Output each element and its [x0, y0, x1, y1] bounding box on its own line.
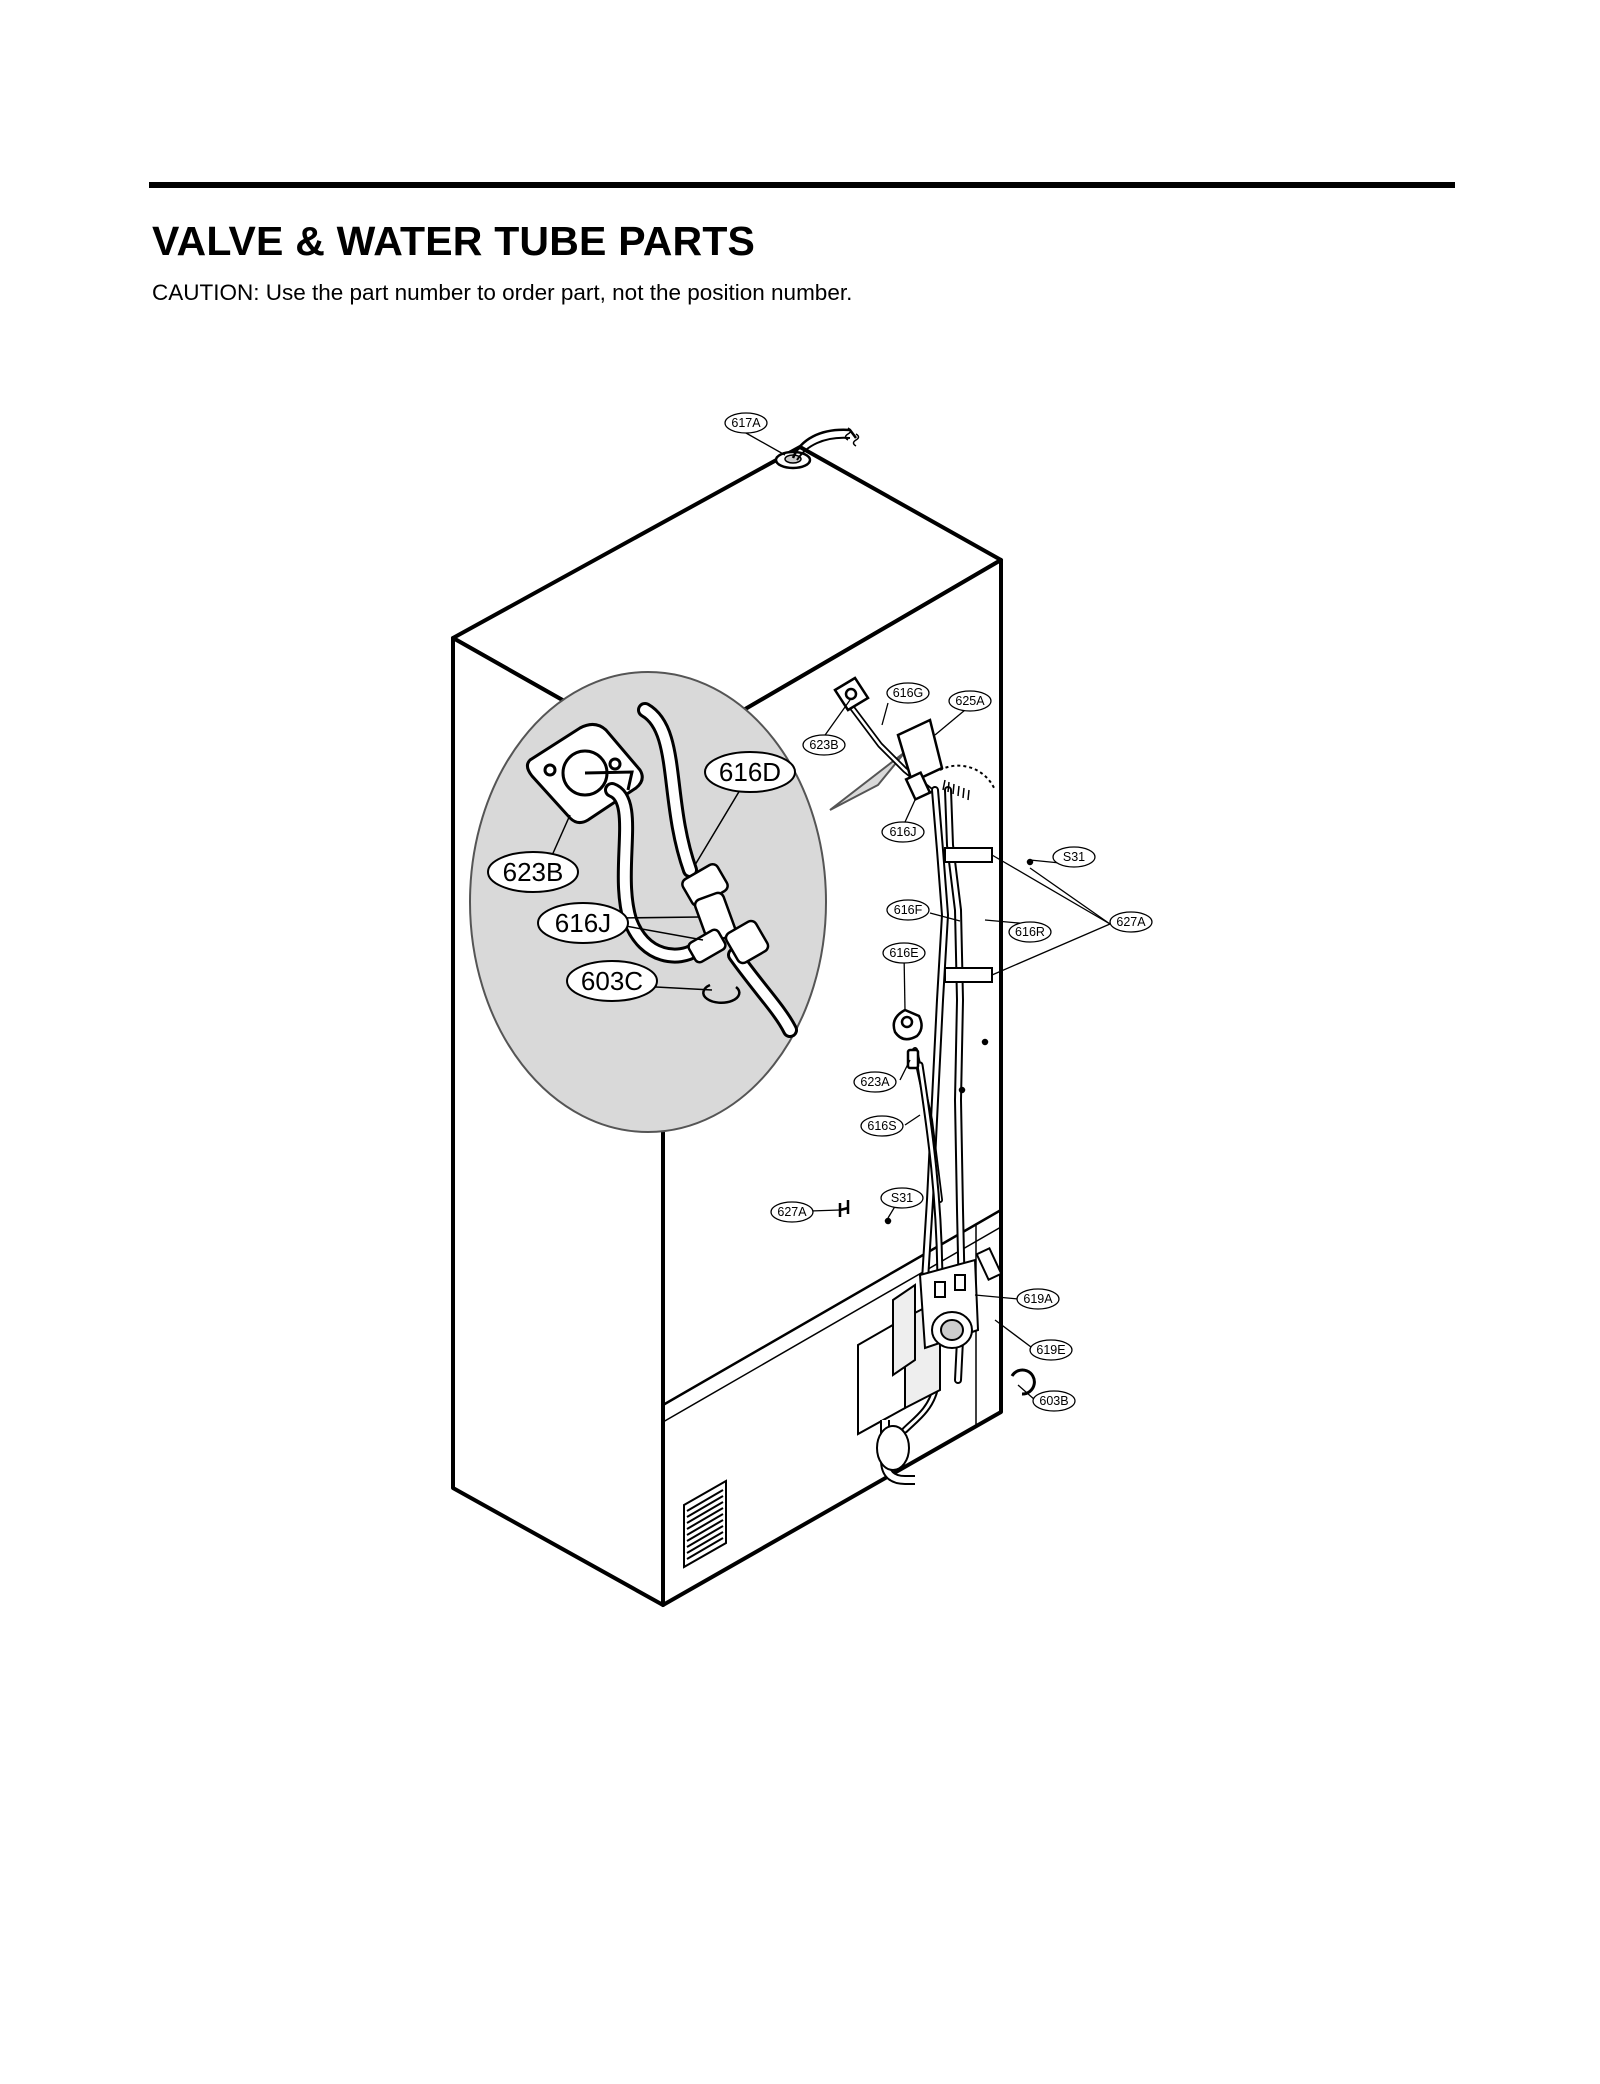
callout-616S: 616S: [860, 1115, 904, 1137]
callout-603B: 603B: [1032, 1390, 1076, 1412]
svg-text:619E: 619E: [1036, 1343, 1065, 1357]
svg-text:616E: 616E: [889, 946, 918, 960]
callout-623B: 623B: [802, 734, 846, 756]
svg-text:603C: 603C: [581, 966, 643, 996]
callout-616J-detail: 616J: [537, 902, 629, 944]
caution-note: CAUTION: Use the part number to order pa…: [152, 280, 853, 305]
top-grommet-617A: [774, 427, 860, 470]
bracket-623B: [833, 676, 870, 712]
svg-text:603B: 603B: [1039, 1394, 1068, 1408]
callout-616F: 616F: [886, 899, 930, 921]
vent-grille: [683, 1479, 727, 1569]
svg-text:623B: 623B: [809, 738, 838, 752]
bracket-623A: [892, 1008, 923, 1070]
small-callouts: 617A 616G 625A 623B 616J S31 616F 616R: [724, 412, 1153, 1412]
callout-625A: 625A: [948, 690, 992, 712]
valve-625A: [896, 718, 996, 802]
svg-text:619A: 619A: [1023, 1292, 1053, 1306]
callout-616D: 616D: [704, 751, 796, 793]
callout-627A-right: 627A: [1109, 911, 1153, 933]
callout-603C: 603C: [566, 960, 658, 1002]
callout-S31-bottom: S31: [880, 1187, 924, 1209]
callout-623A: 623A: [853, 1071, 897, 1093]
page-title: VALVE & WATER TUBE PARTS: [152, 218, 756, 264]
callout-616J: 616J: [881, 821, 925, 843]
callout-619A: 619A: [1016, 1288, 1060, 1310]
svg-text:616R: 616R: [1015, 925, 1045, 939]
water-valve-assembly: [857, 1247, 1003, 1485]
detail-callouts: 616D 623B 616J 603C: [487, 751, 796, 1002]
svg-text:623A: 623A: [860, 1075, 890, 1089]
svg-text:625A: 625A: [955, 694, 985, 708]
svg-text:616J: 616J: [555, 908, 611, 938]
svg-text:627A: 627A: [777, 1205, 807, 1219]
callout-616G: 616G: [886, 682, 930, 704]
svg-text:616G: 616G: [893, 686, 924, 700]
callout-616R: 616R: [1008, 921, 1052, 943]
clip-603B: [1010, 1368, 1036, 1396]
svg-text:627A: 627A: [1116, 915, 1146, 929]
svg-text:S31: S31: [1063, 850, 1085, 864]
svg-text:616D: 616D: [719, 757, 781, 787]
svg-text:S31: S31: [891, 1191, 913, 1205]
svg-text:616S: 616S: [867, 1119, 896, 1133]
callout-S31-top: S31: [1052, 846, 1096, 868]
tube-clamps: [944, 847, 993, 983]
callout-616E: 616E: [882, 942, 926, 964]
callout-627A-left: 627A: [770, 1201, 814, 1223]
callout-619E: 619E: [1029, 1339, 1073, 1361]
svg-text:617A: 617A: [731, 416, 761, 430]
callout-617A: 617A: [724, 412, 768, 434]
svg-text:616F: 616F: [894, 903, 923, 917]
svg-text:616J: 616J: [889, 825, 916, 839]
callout-623B-detail: 623B: [487, 851, 579, 893]
header-rule: [149, 182, 1455, 188]
svg-text:623B: 623B: [503, 857, 564, 887]
